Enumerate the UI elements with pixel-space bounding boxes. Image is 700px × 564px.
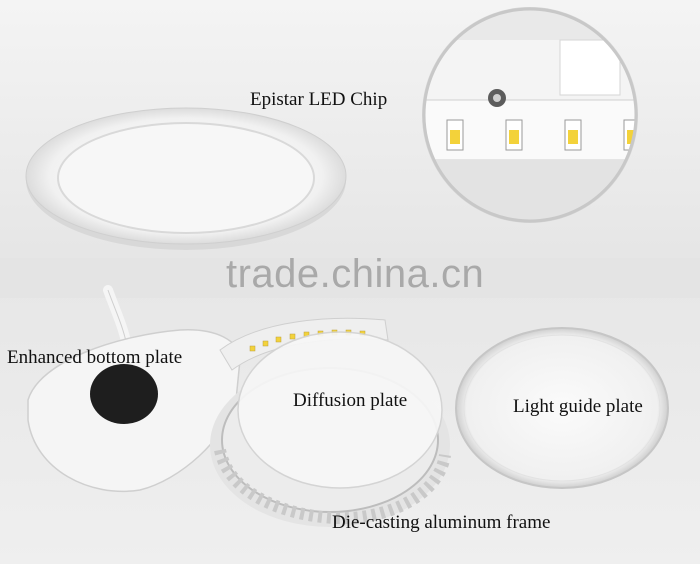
light-guide-plate [455, 327, 669, 489]
led-chip [564, 119, 582, 151]
label-die-casting-frame: Die-casting aluminum frame [332, 512, 551, 533]
label-diffusion-plate: Diffusion plate [293, 390, 408, 411]
watermark: trade.china.cn [226, 252, 485, 296]
label-light-guide-plate: Light guide plate [513, 396, 643, 417]
diffusion-plate [237, 331, 443, 489]
assembled-panel [25, 107, 347, 250]
label-enhanced-bottom-plate: Enhanced bottom plate [7, 347, 183, 368]
label-epistar-led-chip: Epistar LED Chip [250, 89, 388, 110]
led-chip [446, 119, 464, 151]
led-zoom-view [422, 7, 638, 223]
bottom-plate [27, 329, 241, 492]
led-chip [505, 119, 523, 151]
